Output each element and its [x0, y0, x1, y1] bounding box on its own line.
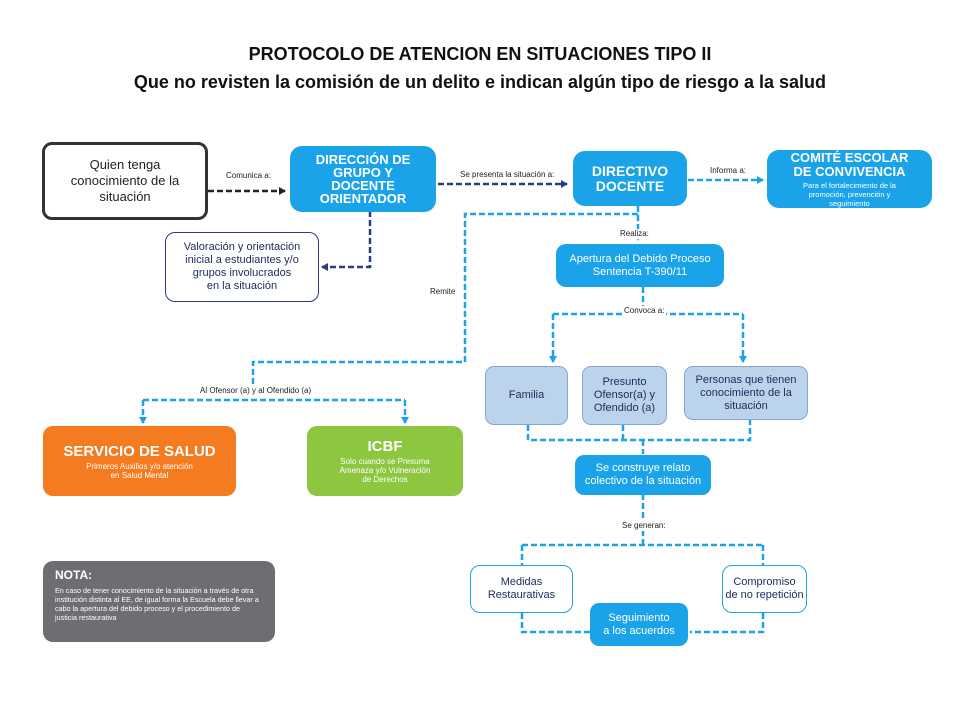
node-seguimiento: Seguimiento a los acuerdos — [590, 603, 688, 646]
node-icbf: ICBF Solo cuando se Presuma Amenaza y/o … — [307, 426, 463, 496]
node-valoracion: Valoración y orientación inicial a estud… — [165, 232, 319, 302]
node-directivo-docente: DIRECTIVO DOCENTE — [573, 151, 687, 206]
node-servicio-salud: SERVICIO DE SALUD Primeros Auxilios y/o … — [43, 426, 236, 496]
node-medidas: Medidas Restaurativas — [470, 565, 573, 613]
node-presunto: Presunto Ofensor(a) y Ofendido (a) — [582, 366, 667, 425]
salud-title: SERVICIO DE SALUD — [63, 442, 216, 460]
label-convoca: Convoca a: — [622, 306, 667, 316]
directivo-title: DIRECTIVO DOCENTE — [591, 162, 669, 194]
node-personas: Personas que tienen conocimiento de la s… — [684, 366, 808, 420]
label-presenta: Se presenta la situación a: — [458, 170, 557, 180]
direccion-title: DIRECCIÓN DE GRUPO Y DOCENTE ORIENTADOR — [315, 152, 411, 206]
nota-title: NOTA: — [55, 568, 93, 582]
label-realiza: Realiza: — [618, 229, 651, 239]
node-quien-tenga: Quien tenga conocimiento de la situación — [42, 142, 208, 220]
node-comite-escolar: COMITÉ ESCOLAR DE CONVIVENCIA Para el fo… — [767, 150, 932, 208]
node-nota: NOTA: En caso de tener conocimiento de l… — [43, 561, 275, 642]
page-title: PROTOCOLO DE ATENCION EN SITUACIONES TIP… — [248, 44, 712, 64]
icbf-subtitle: Solo cuando se Presuma Amenaza y/o Vulne… — [339, 457, 431, 484]
label-comunica: Comunica a: — [224, 171, 273, 181]
node-direccion-grupo: DIRECCIÓN DE GRUPO Y DOCENTE ORIENTADOR — [290, 146, 436, 212]
page-subtitle: Que no revisten la comisión de un delito… — [133, 72, 827, 92]
node-compromiso: Compromiso de no repetición — [722, 565, 807, 613]
salud-subtitle: Primeros Auxilios y/o atención en Salud … — [86, 461, 193, 480]
label-generan: Se generan: — [620, 521, 668, 531]
label-ofensor: Al Ofensor (a) y al Ofendido (a) — [198, 386, 314, 396]
label-remite: Remite — [428, 287, 458, 297]
comite-subtitle: Para el fortalecimiento de la promoción,… — [803, 180, 896, 208]
node-familia: Familia — [485, 366, 568, 425]
node-apertura: Apertura del Debido Proceso Sentencia T-… — [556, 244, 724, 287]
icbf-title: ICBF — [367, 438, 403, 455]
node-relato: Se construye relato colectivo de la situ… — [575, 455, 711, 495]
comite-title: COMITÉ ESCOLAR DE CONVIVENCIA — [790, 149, 909, 179]
nota-text: En caso de tener conocimiento de la situ… — [55, 586, 259, 622]
label-informa: Informa a: — [708, 166, 749, 176]
